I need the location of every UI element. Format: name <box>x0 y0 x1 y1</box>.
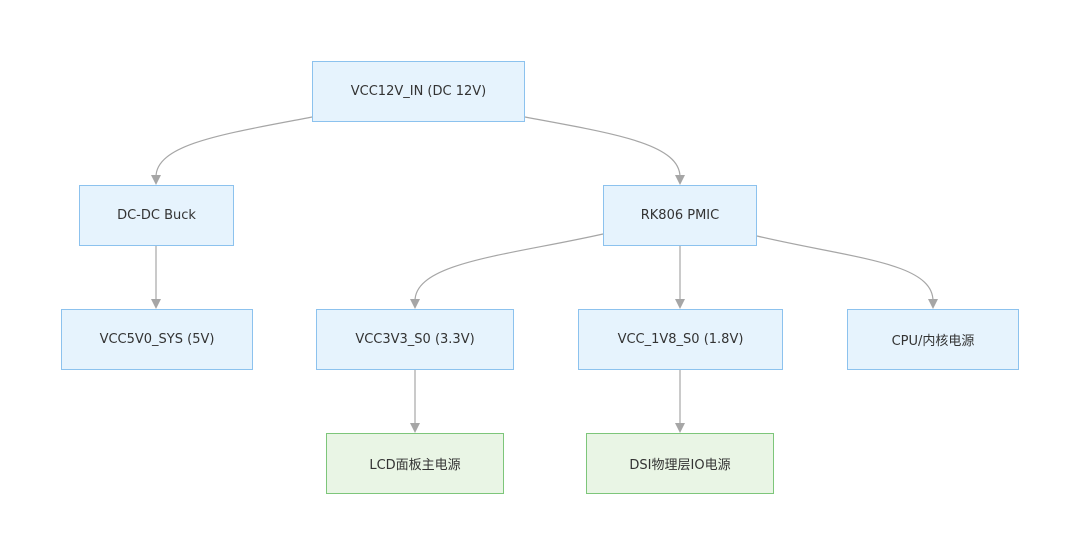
node-lcd-panel-power: LCD面板主电源 <box>326 433 504 494</box>
edge-vcc12v-to-dcdc <box>155 116 313 178</box>
arrowhead-lcd <box>410 423 420 433</box>
arrowhead-dsi <box>675 423 685 433</box>
edge-rk806-to-vcc3v3 <box>414 233 604 302</box>
node-label: DSI物理层IO电源 <box>629 458 731 473</box>
node-vcc12v-in: VCC12V_IN (DC 12V) <box>312 61 525 122</box>
node-dcdc-buck: DC-DC Buck <box>79 185 234 246</box>
arrowhead-vcc1v8 <box>675 299 685 309</box>
node-label: LCD面板主电源 <box>369 458 461 473</box>
node-label: VCC3V3_S0 (3.3V) <box>355 332 475 347</box>
node-rk806-pmic: RK806 PMIC <box>603 185 757 246</box>
node-label: RK806 PMIC <box>640 208 720 223</box>
arrowhead-vcc3v3 <box>410 299 420 309</box>
arrowhead-rk806 <box>675 175 685 185</box>
arrowhead-vcc5v <box>151 299 161 309</box>
node-cpu-core-power: CPU/内核电源 <box>847 309 1019 370</box>
node-vcc-1v8-s0: VCC_1V8_S0 (1.8V) <box>578 309 783 370</box>
node-label: CPU/内核电源 <box>891 334 975 349</box>
node-label: VCC5V0_SYS (5V) <box>99 332 215 347</box>
node-dsi-io-power: DSI物理层IO电源 <box>586 433 774 494</box>
node-vcc3v3-s0: VCC3V3_S0 (3.3V) <box>316 309 514 370</box>
node-label: DC-DC Buck <box>117 208 196 223</box>
node-label: VCC12V_IN (DC 12V) <box>350 84 487 99</box>
arrowhead-dcdc <box>151 175 161 185</box>
edge-rk806-to-cpu <box>756 235 934 302</box>
node-vcc5v0-sys: VCC5V0_SYS (5V) <box>61 309 253 370</box>
edge-vcc12v-to-rk806 <box>524 116 681 178</box>
node-label: VCC_1V8_S0 (1.8V) <box>617 332 744 347</box>
arrowhead-cpu <box>928 299 938 309</box>
